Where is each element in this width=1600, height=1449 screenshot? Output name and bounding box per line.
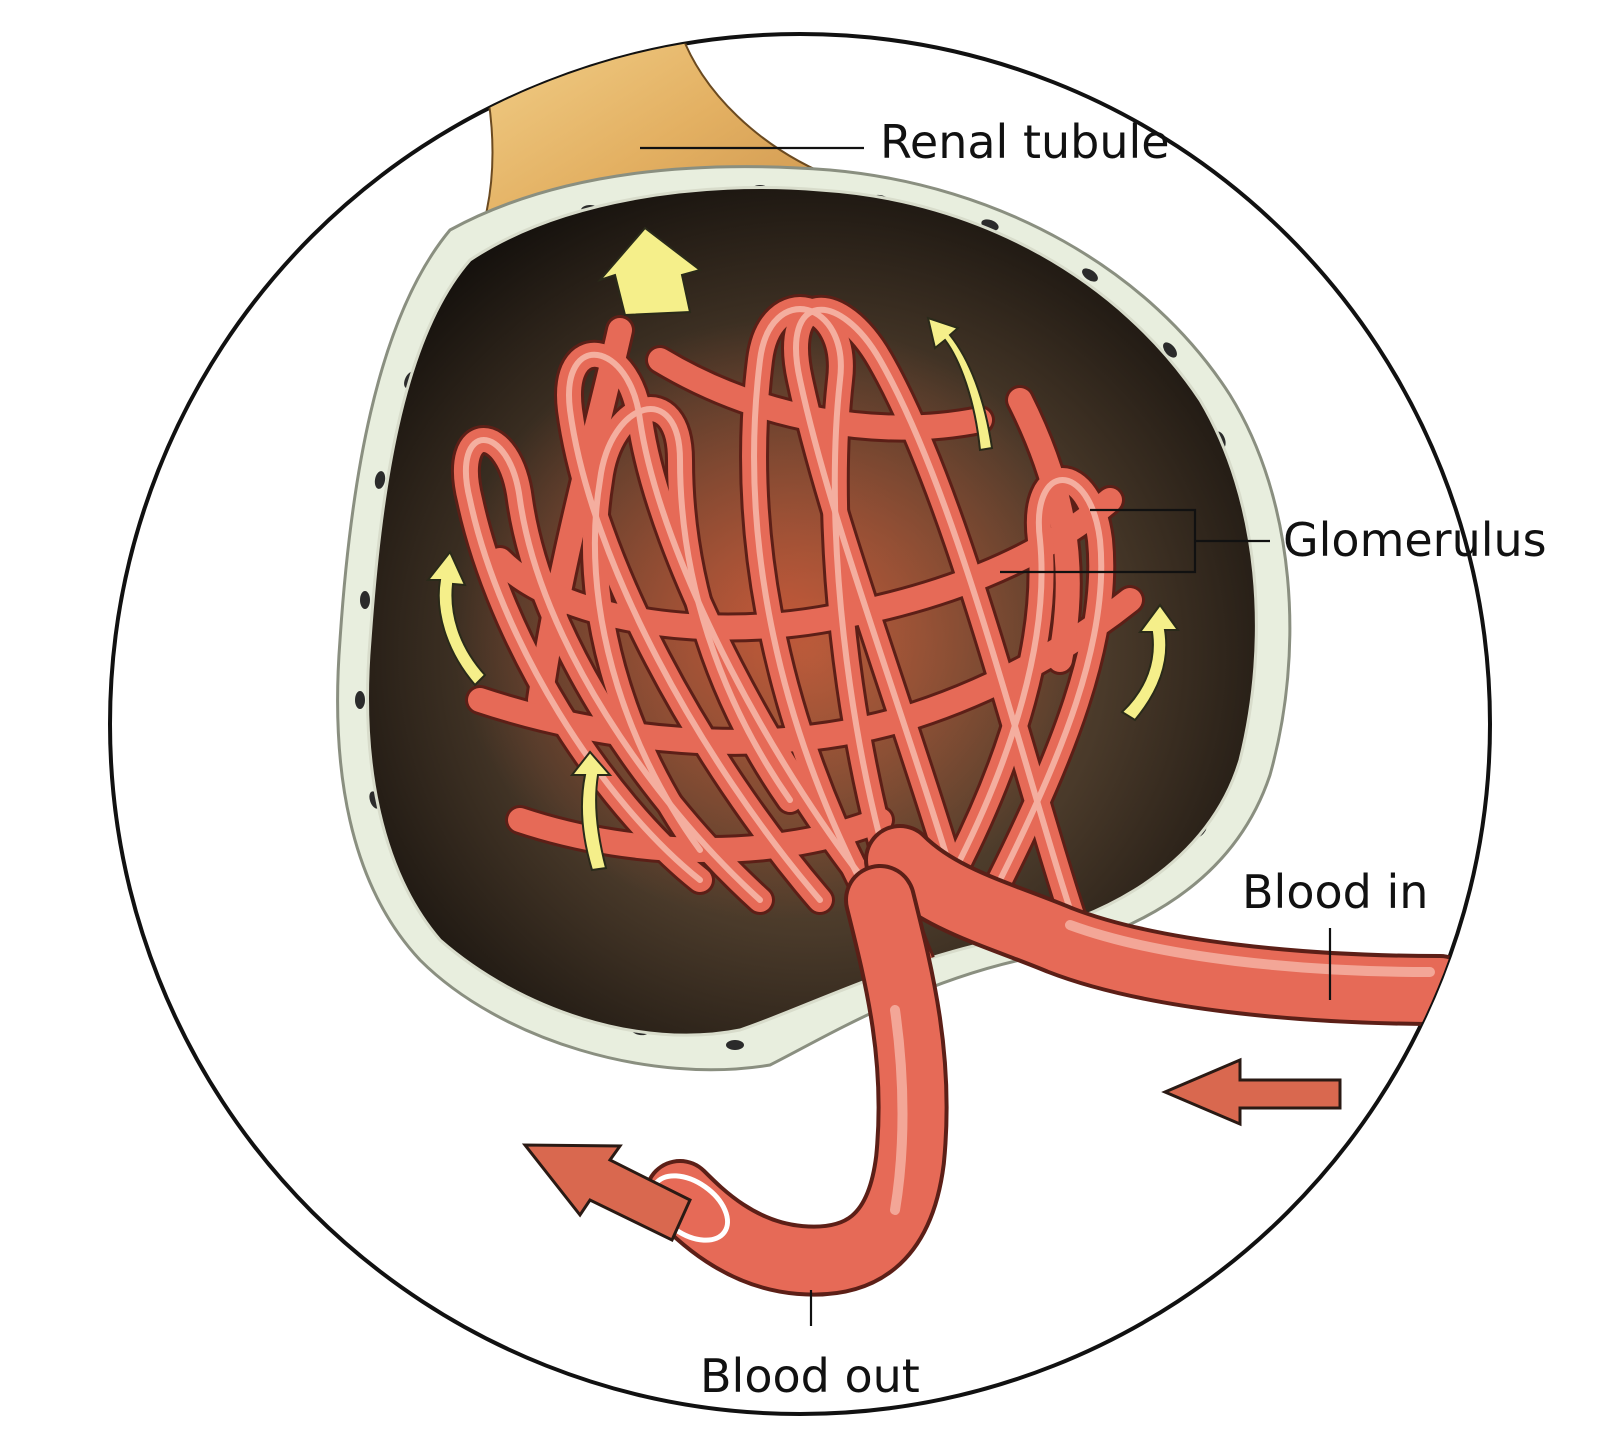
blood-out-flow-arrow — [521, 1143, 692, 1243]
arterioles — [644, 824, 1476, 1297]
filtration-arrow-lower-left — [569, 750, 613, 872]
filtration-arrow-left — [425, 550, 487, 687]
blood-flow-arrows — [521, 1057, 1342, 1243]
labels: Renal tubule Glomerulus Blood in Blood o… — [700, 115, 1547, 1403]
filtration-arrow-right-top — [926, 316, 994, 452]
filtration-arrow-large — [596, 226, 703, 317]
filtration-arrow-right-lower — [1120, 603, 1180, 722]
label-renal-tubule: Renal tubule — [880, 115, 1170, 169]
label-blood-out: Blood out — [700, 1349, 920, 1403]
filtration-arrows — [425, 226, 1180, 872]
glomerulus-capillary-tuft — [450, 294, 1145, 975]
leader-lines — [640, 146, 1332, 1326]
blood-in-flow-arrow — [1161, 1057, 1342, 1127]
label-glomerulus: Glomerulus — [1283, 513, 1547, 567]
label-blood-in: Blood in — [1242, 865, 1428, 919]
